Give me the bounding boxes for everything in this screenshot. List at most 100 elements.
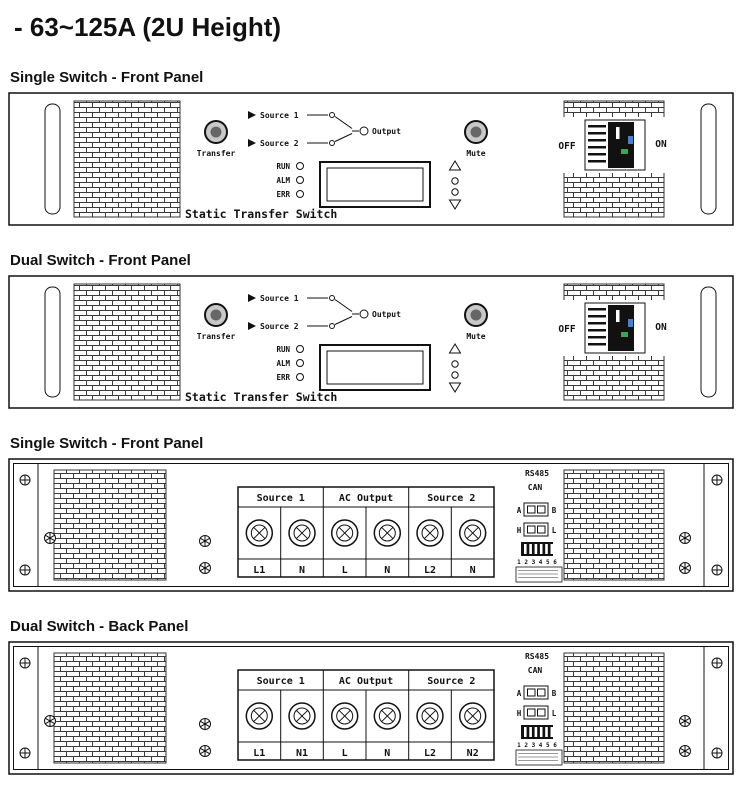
section-dual-back: Dual Switch - Back Panel: [0, 618, 742, 775]
output-label: Output: [372, 127, 401, 136]
terminal-label: N: [384, 565, 390, 576]
group-source1-label: Source 1: [257, 493, 305, 504]
ear-screw-icon: [711, 474, 723, 486]
source2-icon: [248, 322, 256, 330]
vent-grille-left-icon: [53, 469, 167, 581]
vent-grille-right-icon: [563, 652, 665, 764]
panel-inner-outline: [13, 463, 729, 587]
star-screw-icon: [44, 532, 56, 544]
breaker-blue-indicator: [628, 319, 633, 327]
vent-grille-left-icon: [53, 652, 167, 764]
source2-label: Source 2: [260, 322, 299, 331]
mute-label: Mute: [466, 149, 485, 158]
terminal-label: N: [470, 565, 476, 576]
terminal-label: L2: [424, 565, 436, 576]
group-acoutput-label: AC Output: [339, 493, 393, 504]
panel-screws: [44, 715, 691, 757]
key-dot-2-icon: [451, 371, 459, 379]
ear-screws: [19, 474, 723, 576]
left-mount-slot: [44, 286, 61, 398]
rs485-label: RS485: [525, 469, 549, 478]
terminal-screw-icon: [416, 702, 444, 730]
on-label: ON: [655, 322, 667, 333]
dip-numbers: 1 2 3 4 5 6: [517, 559, 557, 566]
star-screw-icon: [679, 745, 691, 757]
back-panel-drawing-1: Source 1 AC Output Source 2 L1 N L N L2 …: [8, 458, 734, 592]
group-source2-label: Source 2: [427, 493, 475, 504]
can-connector-hl-icon: [523, 522, 549, 537]
group-source2-label: Source 2: [427, 676, 475, 687]
panel-name: Static Transfer Switch: [185, 390, 337, 404]
breaker-green-indicator: [621, 149, 628, 154]
mimic-diagram: [248, 111, 369, 147]
lcd-screen: [326, 350, 424, 385]
right-mount-slot: [700, 286, 717, 398]
ear-screw-icon: [19, 747, 31, 759]
ear-screws: [19, 657, 723, 759]
terminal-block: [237, 486, 495, 578]
led-alm-label: ALM: [276, 359, 290, 368]
output-node-icon: [359, 126, 369, 136]
terminal-screw-icon: [288, 519, 316, 547]
terminal-screw-icon: [458, 702, 487, 730]
ear-screw-icon: [711, 657, 723, 669]
source1-label: Source 1: [260, 111, 299, 120]
terminal-label: L2: [424, 748, 436, 759]
off-label: OFF: [558, 141, 575, 152]
conn-l-label: L: [552, 526, 557, 535]
output-node-icon: [359, 309, 369, 319]
star-screw-icon: [199, 718, 211, 730]
terminal-screw-icon: [373, 519, 402, 547]
source2-icon: [248, 139, 256, 147]
breaker-blue-indicator: [628, 136, 633, 144]
terminal-label: N2: [467, 748, 479, 759]
terminal-label: L: [342, 748, 348, 759]
terminal-label: N1: [296, 748, 308, 759]
star-screw-icon: [679, 715, 691, 727]
led-alm-icon: [296, 359, 304, 367]
key-dot-1-icon: [451, 360, 459, 368]
front-panel-drawing-1: Transfer Source 1 Source 2 Output RUN AL…: [8, 92, 734, 226]
mimic-diagram: [248, 294, 369, 330]
led-err-label: ERR: [276, 190, 290, 199]
terminal-label: N: [384, 748, 390, 759]
can-connector-ab-icon: [523, 502, 549, 517]
transfer-label: Transfer: [197, 332, 236, 341]
conn-a-label: A: [517, 689, 522, 698]
led-alm-label: ALM: [276, 176, 290, 185]
page-title: - 63~125A (2U Height): [14, 12, 282, 42]
led-run-label: RUN: [276, 345, 290, 354]
arrow-down-icon: [448, 199, 462, 210]
star-screw-icon: [679, 562, 691, 574]
led-run-label: RUN: [276, 162, 290, 171]
vent-grille-right-icon: [563, 469, 665, 581]
transfer-label: Transfer: [197, 149, 236, 158]
transfer-button: [204, 303, 228, 327]
terminal-screw-icon: [330, 702, 359, 730]
terminal-label: L: [342, 565, 348, 576]
panel-inner-outline: [13, 646, 729, 770]
terminal-block: [237, 669, 495, 761]
source2-label: Source 2: [260, 139, 299, 148]
dip-switch-icon: [521, 725, 554, 739]
right-mount-slot: [700, 103, 717, 215]
on-label: ON: [655, 139, 667, 150]
ear-screw-icon: [19, 474, 31, 486]
key-dot-2-icon: [451, 188, 459, 196]
dip-numbers: 1 2 3 4 5 6: [517, 742, 557, 749]
can-connector-hl-icon: [523, 705, 549, 720]
arrow-down-icon: [448, 382, 462, 393]
conn-b-label: B: [552, 689, 557, 698]
star-screw-icon: [199, 562, 211, 574]
conn-b-label: B: [552, 506, 557, 515]
ear-screw-icon: [19, 657, 31, 669]
dip-legend-icon: [515, 566, 563, 583]
section-single-front: Single Switch - Front Panel Transfer Sou…: [0, 69, 742, 226]
breaker-green-indicator: [621, 332, 628, 337]
key-dot-1-icon: [451, 177, 459, 185]
mute-label: Mute: [466, 332, 485, 341]
off-label: OFF: [558, 324, 575, 335]
dip-legend-icon: [515, 749, 563, 766]
section-single-back: Single Switch - Front Panel: [0, 435, 742, 592]
ear-screw-icon: [711, 564, 723, 576]
